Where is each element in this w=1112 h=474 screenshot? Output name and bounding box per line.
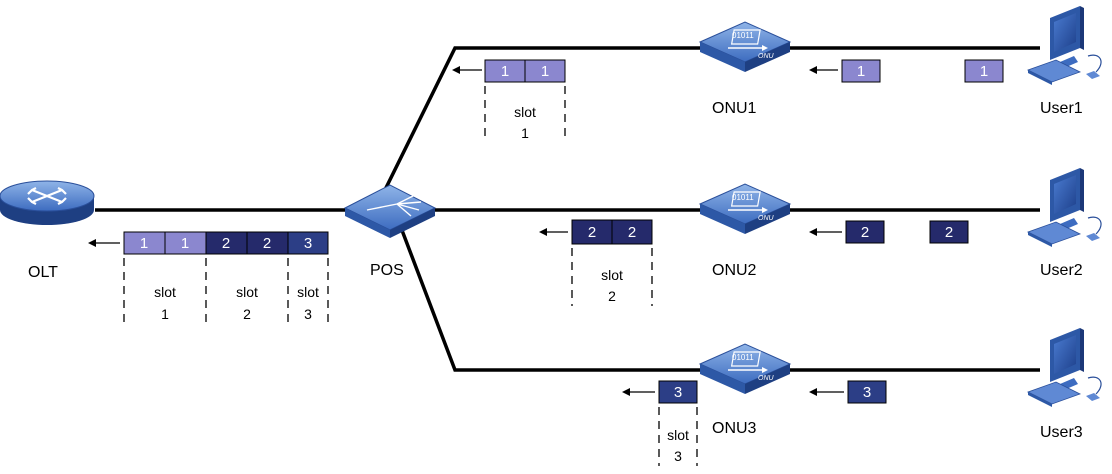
- pos-onu1-link: [378, 46, 1040, 201]
- frame-cell: [611, 219, 653, 245]
- frame-cell: [524, 59, 566, 83]
- user2-out-frame: [929, 220, 969, 244]
- onu3-label: ONU3: [712, 420, 757, 437]
- branch1-upstream-arrow: [452, 66, 482, 74]
- frame-cell: [287, 231, 329, 255]
- branch3-frame-cell: [658, 380, 698, 404]
- frame-cell-text: 3: [304, 235, 312, 252]
- onu1-bits: 01011: [732, 31, 754, 40]
- onu3-bits: 01011: [732, 353, 754, 362]
- user2-pc-icon[interactable]: [1027, 167, 1102, 248]
- onu1-device[interactable]: 01011 ONU: [699, 21, 791, 73]
- branch1-slot-word: slot: [514, 104, 536, 120]
- pos-label: POS: [370, 262, 404, 279]
- user1-label: User1: [1040, 100, 1083, 117]
- onu3-out-frame: [847, 380, 887, 404]
- olt-slot-brackets: [123, 258, 329, 322]
- user3-pc-icon[interactable]: [1027, 327, 1102, 408]
- user2-label: User2: [1040, 262, 1083, 279]
- frame-cell-text: 1: [181, 235, 189, 252]
- olt-upstream-arrow: [88, 239, 120, 247]
- branch1-frame: 1 1: [484, 59, 566, 83]
- onu2-out-frame: [845, 220, 885, 244]
- branch2-upstream-arrow: [539, 228, 568, 236]
- branch2-slot-number: 2: [608, 288, 616, 304]
- user1-pc-icon[interactable]: [1027, 5, 1102, 86]
- onu2-out-frame-text: 2: [861, 224, 869, 241]
- pos-splitter[interactable]: [343, 184, 437, 238]
- onu1-arrow: [809, 66, 838, 74]
- onu2-device[interactable]: 01011 ONU: [699, 183, 791, 235]
- onu2-label: ONU2: [712, 262, 757, 279]
- branch1-slot-bracket: [484, 86, 566, 142]
- onu3-arrow: [809, 388, 844, 396]
- onu3-device[interactable]: 01011 ONU: [699, 343, 791, 395]
- branch1-slot-number: 1: [521, 125, 529, 141]
- branch2-slot-bracket: [571, 248, 653, 306]
- olt-slot2-word: slot: [236, 284, 258, 300]
- branch2-frame: 2 2: [571, 219, 653, 245]
- onu1-out-frame: [841, 59, 881, 83]
- frame-cell-text: 2: [588, 224, 596, 241]
- branch3-slot-number: 3: [674, 448, 682, 464]
- olt-slot2-number: 2: [243, 306, 251, 322]
- user2-out-frame-text: 2: [945, 224, 953, 241]
- onu3-icon-text: ONU: [758, 375, 775, 382]
- onu1-label: ONU1: [712, 100, 757, 117]
- user1-out-frame: [964, 59, 1004, 83]
- pos-onu3-link: [398, 224, 1040, 372]
- user3-label: User3: [1040, 424, 1083, 441]
- frame-cell-text: 2: [222, 235, 230, 252]
- branch3-slot-bracket: [658, 407, 698, 466]
- onu1-icon-text: ONU: [758, 53, 775, 60]
- beam-split-icon: [366, 193, 422, 217]
- branch3-frame-text: 3: [674, 384, 682, 401]
- onu1-out-frame-text: 1: [857, 63, 865, 80]
- onu2-bits: 01011: [732, 193, 754, 202]
- olt-device[interactable]: [0, 180, 95, 225]
- olt-slot3-word: slot: [297, 284, 319, 300]
- branch2-slot-word: slot: [601, 267, 623, 283]
- branch3-slot-word: slot: [667, 427, 689, 443]
- olt-aggregated-frame: 1 1 2 2 3: [123, 231, 329, 255]
- onu3-out-frame-text: 3: [863, 384, 871, 401]
- olt-slot1-number: 1: [161, 306, 169, 322]
- frame-cell-text: 2: [628, 224, 636, 241]
- onu2-icon-text: ONU: [758, 215, 775, 222]
- onu2-arrow: [809, 228, 842, 236]
- olt-slot3-number: 3: [304, 306, 312, 322]
- user1-out-frame-text: 1: [980, 63, 988, 80]
- arrows-cross-icon: [27, 187, 67, 205]
- frame-cell-text: 1: [501, 63, 509, 80]
- links: [95, 46, 1040, 372]
- branch3-upstream-arrow: [622, 388, 655, 396]
- frame-cell-text: 1: [140, 235, 148, 252]
- frame-cell-text: 1: [541, 63, 549, 80]
- frame-cell-text: 2: [263, 235, 271, 252]
- olt-label: OLT: [28, 264, 58, 281]
- olt-slot1-word: slot: [154, 284, 176, 300]
